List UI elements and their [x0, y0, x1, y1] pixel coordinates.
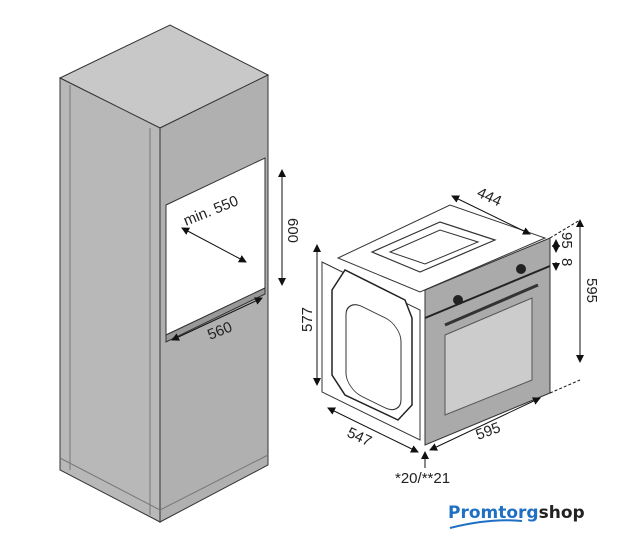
logo-text-shop: shop — [539, 503, 585, 523]
promtorgshop-logo: Promtorgshop — [448, 503, 585, 529]
cabinet — [58, 24, 286, 523]
svg-text:Promtorgshop: Promtorgshop — [448, 503, 585, 523]
opening-height-label: 600 — [284, 218, 301, 243]
oven-depth-top-label: 444 — [474, 184, 504, 210]
door-thickness-label: *20/**21 — [395, 470, 450, 487]
front-height-label: 595 — [583, 278, 600, 303]
logo-text-promtorg: Promtorg — [448, 503, 539, 523]
oven — [313, 195, 584, 468]
panel-gap-label: 8 — [558, 258, 575, 266]
body-height-label: 577 — [299, 307, 316, 332]
panel-height-label: 95 — [558, 232, 575, 249]
